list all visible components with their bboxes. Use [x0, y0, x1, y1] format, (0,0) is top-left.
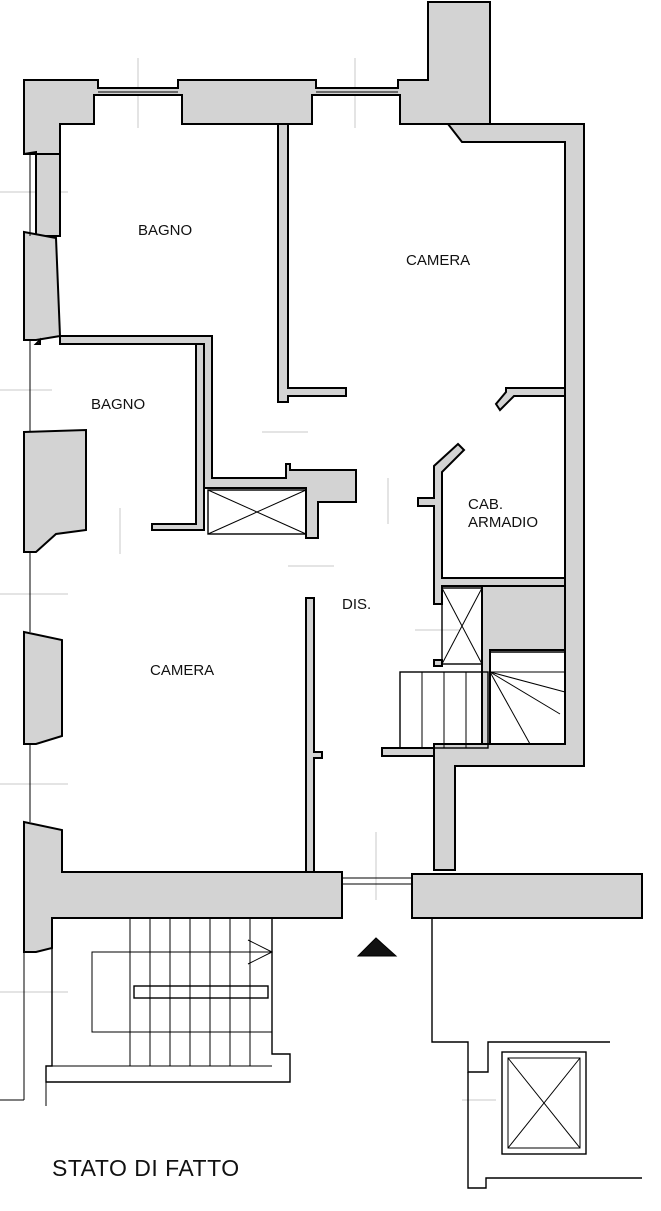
outer-lines	[0, 952, 47, 1106]
structural-walls	[23, 1, 643, 953]
room-label-cab-line2: ARMADIO	[468, 514, 538, 531]
lift-shaft	[431, 918, 642, 1189]
room-label-cab-line1: CAB.	[468, 496, 503, 513]
wall-left-pier-4	[23, 630, 63, 745]
wall-bottom-right	[411, 873, 643, 919]
plan-caption: STATO DI FATTO	[52, 1155, 240, 1181]
internal-stair	[399, 651, 566, 749]
windows	[29, 87, 412, 885]
wall-camera-right	[494, 387, 566, 412]
wall-bagno-left-bottom	[33, 337, 41, 345]
shafts	[207, 489, 483, 665]
room-label-bagno-left: BAGNO	[91, 396, 145, 413]
wall-stair-landing	[433, 659, 443, 667]
wall-bagno-left-side	[151, 343, 205, 531]
wall-partition-vertical	[277, 123, 347, 403]
wall-right	[433, 123, 585, 871]
room-label-camera-left: CAMERA	[150, 662, 214, 679]
wall-left-pier-5	[23, 820, 343, 953]
wall-left-pier-2	[23, 230, 62, 341]
wall-stair-side	[481, 585, 566, 745]
guide-lines	[0, 58, 496, 1101]
wall-left-pier-3	[23, 428, 87, 553]
interior-walls	[33, 123, 566, 873]
wall-lower-stair	[381, 747, 435, 757]
room-label-camera-top: CAMERA	[406, 252, 470, 269]
entrance-arrow-icon	[356, 937, 398, 957]
wall-dis-left	[305, 597, 323, 873]
wall-left-pier-1	[23, 150, 61, 237]
common-stairwell	[45, 918, 291, 1083]
room-label-bagno-top: BAGNO	[138, 222, 192, 239]
wall-top	[23, 1, 491, 155]
room-label-dis: DIS.	[342, 596, 371, 613]
